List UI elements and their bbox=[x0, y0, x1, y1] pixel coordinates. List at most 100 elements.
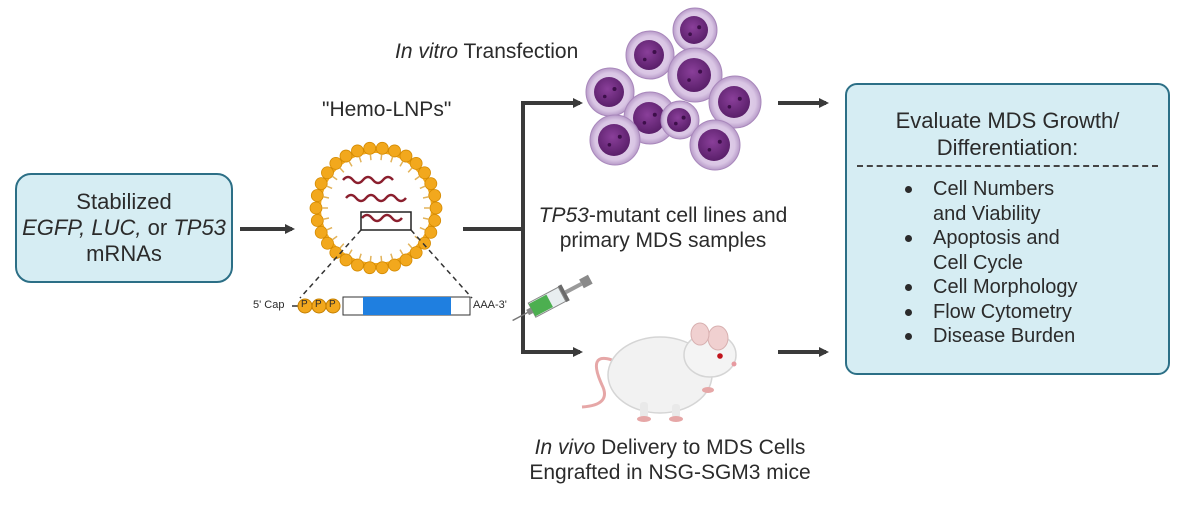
lipid-head bbox=[388, 144, 401, 158]
syringe-icon bbox=[512, 274, 593, 322]
cell-lines-line2: primary MDS samples bbox=[559, 229, 767, 252]
tp53-label: TP53 bbox=[173, 215, 226, 240]
evaluate-item-main: Cell Numbers bbox=[933, 178, 1055, 200]
evaluate-item-sub: and Viability bbox=[933, 202, 1041, 225]
evaluate-item: Disease Burden bbox=[899, 324, 1078, 349]
evaluate-item-main: Disease Burden bbox=[933, 325, 1076, 347]
lipid-head bbox=[424, 226, 438, 239]
egfp-label: EGFP, bbox=[22, 215, 86, 240]
lipid-tail bbox=[414, 175, 421, 181]
branch-arrows bbox=[463, 98, 583, 357]
evaluate-item-main: Apoptosis and bbox=[933, 227, 1060, 249]
lipid-tail bbox=[390, 156, 394, 163]
lipid-tail bbox=[348, 160, 353, 167]
lipid-tail bbox=[380, 255, 383, 262]
cell bbox=[589, 114, 641, 166]
lipid-tail bbox=[419, 185, 426, 190]
lipid-head bbox=[375, 261, 389, 275]
evaluate-title: Evaluate MDS Growth/ Differentiation: bbox=[847, 107, 1168, 161]
zoom-line-left bbox=[299, 229, 362, 299]
lipid-head bbox=[310, 189, 324, 202]
lipid-tail bbox=[326, 185, 333, 190]
bullet-icon bbox=[905, 333, 912, 340]
lipid-tail bbox=[358, 253, 362, 260]
input-line2: EGFP, LUC, or TP53 bbox=[22, 215, 226, 241]
cell-lines-label: TP53-mutant cell lines and primary MDS s… bbox=[538, 203, 788, 253]
lipid-tail bbox=[326, 226, 333, 231]
lipid-head bbox=[399, 149, 413, 163]
phosphate-label-3: P bbox=[329, 299, 336, 310]
lipid-tail bbox=[390, 253, 394, 260]
lipid-tail bbox=[331, 175, 338, 181]
lipid-head bbox=[388, 258, 401, 272]
lipid-tail bbox=[339, 243, 345, 249]
lipid-head bbox=[428, 189, 442, 202]
lipid-head bbox=[363, 261, 377, 275]
lipid-head bbox=[418, 236, 431, 250]
lipid-head bbox=[351, 144, 364, 158]
lipid-head bbox=[339, 253, 353, 267]
lipid-tail bbox=[399, 160, 404, 167]
lipid-tail bbox=[331, 235, 338, 241]
cell bbox=[667, 47, 723, 103]
lipid-head bbox=[314, 177, 328, 190]
lipid-head bbox=[310, 214, 324, 227]
lipid-tail bbox=[419, 226, 426, 231]
lipid-tail bbox=[399, 249, 404, 256]
evaluate-divider bbox=[857, 165, 1158, 167]
lnp-icon bbox=[309, 141, 443, 275]
in-vitro-italic: In vitro bbox=[395, 40, 459, 63]
lipid-tail bbox=[422, 196, 429, 199]
bullet-icon bbox=[905, 308, 912, 316]
luc-label: LUC, bbox=[91, 215, 142, 240]
lipid-tail bbox=[407, 167, 413, 173]
lipid-head bbox=[409, 246, 423, 259]
evaluate-title-line1: Evaluate MDS Growth/ bbox=[895, 108, 1120, 133]
cell bbox=[625, 30, 675, 80]
in-vivo-label: In vivo Delivery to MDS Cells Engrafted … bbox=[520, 435, 820, 485]
lipid-head bbox=[428, 214, 442, 227]
lipid-head bbox=[429, 201, 443, 215]
cell bbox=[708, 75, 762, 129]
tp53-mutant-italic: TP53 bbox=[538, 204, 589, 227]
input-line3: mRNAs bbox=[86, 241, 162, 266]
evaluate-box: Evaluate MDS Growth/ Differentiation: Ce… bbox=[845, 83, 1170, 375]
lipid-tail bbox=[348, 249, 353, 256]
lipid-head bbox=[339, 149, 353, 163]
input-line1: Stabilized bbox=[76, 189, 172, 214]
bullet-icon bbox=[905, 284, 912, 291]
in-vivo-line1: Delivery to MDS Cells bbox=[601, 436, 806, 459]
lipid-head bbox=[314, 226, 328, 239]
lipid-tail bbox=[407, 243, 413, 249]
in-vivo-line2: Engrafted in NSG-SGM3 mice bbox=[529, 461, 811, 484]
cell bbox=[672, 7, 718, 53]
evaluate-item: Cell Morphology bbox=[899, 275, 1078, 300]
lipid-tail bbox=[369, 255, 372, 262]
lipid-head bbox=[399, 253, 413, 267]
cell bbox=[660, 100, 700, 140]
lipid-head bbox=[363, 141, 377, 155]
lipid-tail bbox=[422, 217, 429, 220]
cell bbox=[689, 119, 741, 171]
in-vitro-rest: Transfection bbox=[463, 40, 579, 63]
lipid-tail bbox=[323, 217, 330, 220]
evaluate-title-line2: Differentiation: bbox=[936, 135, 1079, 160]
evaluate-item-main: Flow Cytometry bbox=[933, 300, 1072, 323]
lipid-head bbox=[321, 236, 334, 250]
in-vitro-label: In vitro Transfection bbox=[395, 39, 578, 64]
lipid-tail bbox=[369, 154, 372, 161]
three-prime-tail-label: AAA-3' bbox=[473, 299, 507, 311]
lnp-title: "Hemo-LNPs" bbox=[322, 98, 452, 121]
bullet-icon bbox=[905, 235, 912, 242]
phosphate-label-1: P bbox=[301, 299, 308, 310]
cell bbox=[585, 67, 635, 117]
five-prime-cap-label: 5' Cap bbox=[253, 299, 285, 311]
lipid-tail bbox=[323, 196, 330, 199]
mrna-construct bbox=[292, 296, 471, 316]
phosphate-label-2: P bbox=[315, 299, 322, 310]
cell-lines-line1: -mutant cell lines and bbox=[588, 204, 788, 227]
lipid-head bbox=[409, 157, 423, 170]
